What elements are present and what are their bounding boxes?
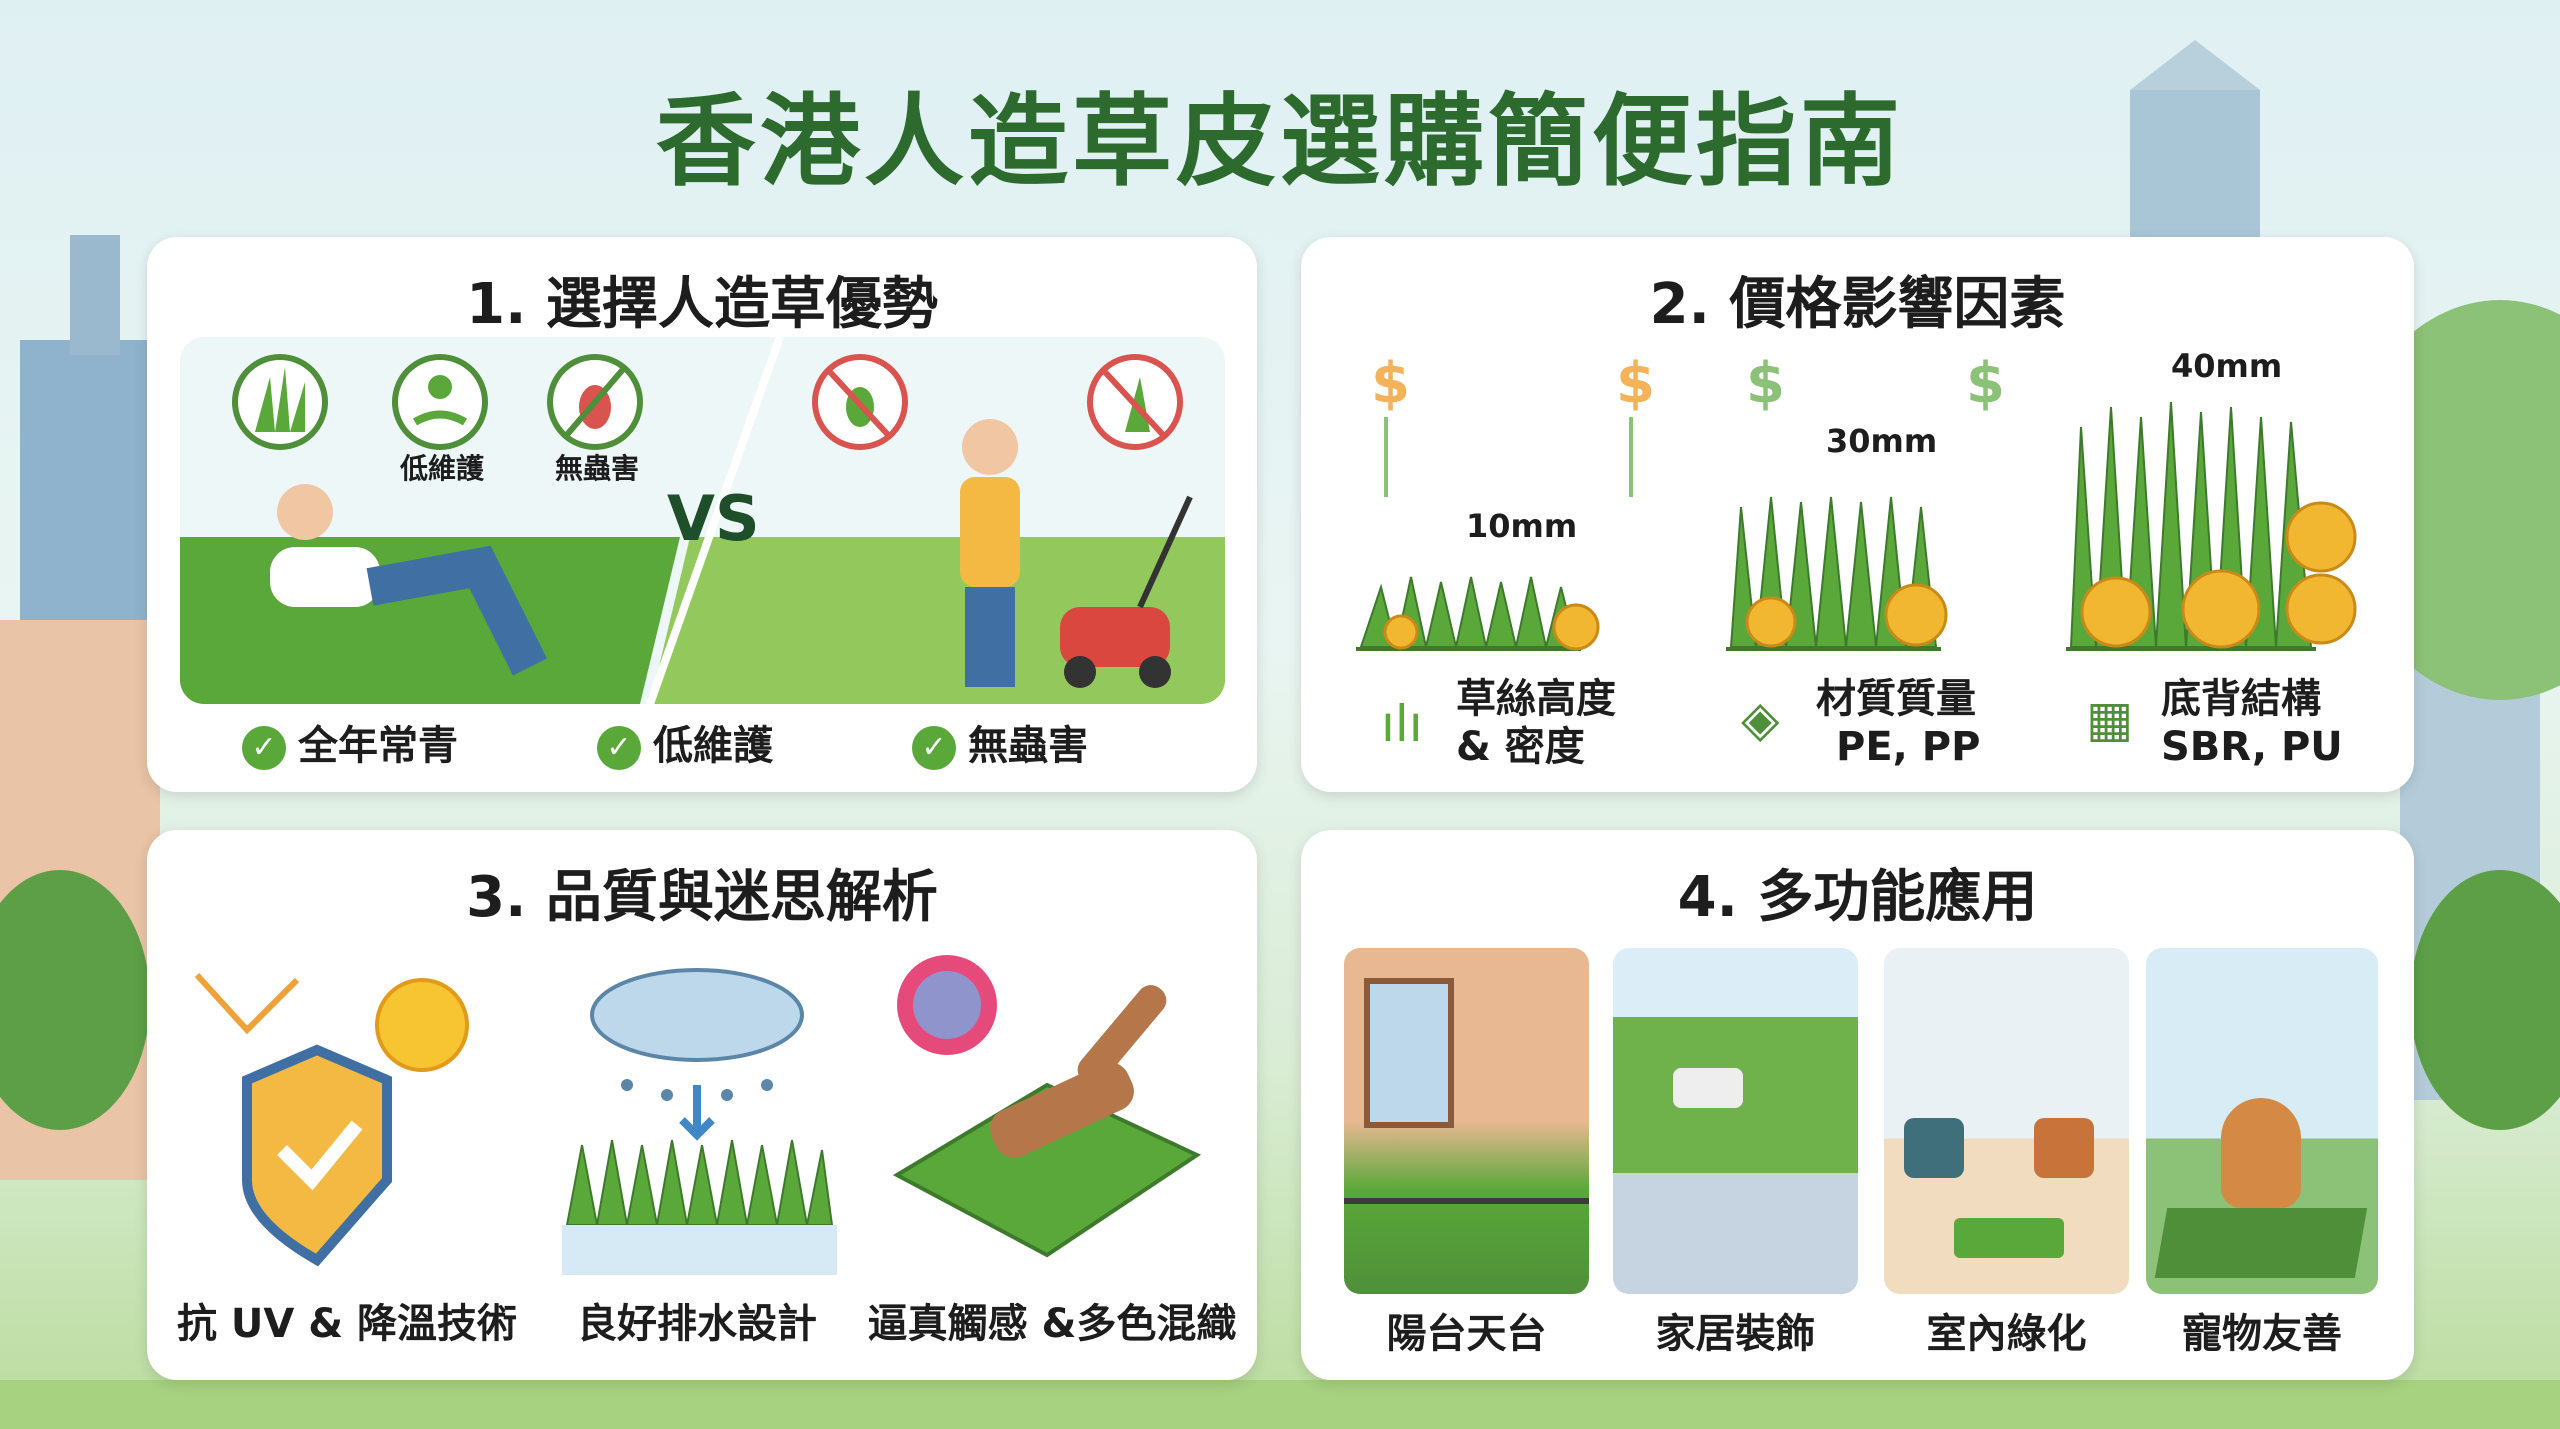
layers-icon: ◈ <box>1741 690 1780 748</box>
coin-icon <box>2285 501 2357 573</box>
vs-label: VS <box>667 482 760 555</box>
item-drainage: 良好排水設計 <box>577 1301 817 1347</box>
coin-icon <box>2285 573 2357 645</box>
uv-protection-illustration <box>194 972 469 1267</box>
grass-height-illustration: $ $ $ $ <box>1356 351 2357 651</box>
no-bug-icon <box>812 354 908 450</box>
factor-label: 底背結構 <box>2161 676 2321 722</box>
factor-sublabel: PE, PP <box>1836 724 1981 770</box>
icon-label-low-maintenance: 低維護 <box>399 452 484 485</box>
benefit-label: 全年常青 <box>298 723 458 769</box>
check-icon: ✓ <box>597 726 641 770</box>
application-pet-friendly: 寵物友善 <box>2182 1311 2342 1357</box>
dollar-icon: $ <box>1966 351 2005 416</box>
grass-icon <box>232 354 328 450</box>
item-realistic-texture: 逼真觸感 &多色混織 <box>867 1301 1237 1347</box>
panel-quality-myths: 3. 品質與迷思解析 抗 UV & 降溫技術 良好排水設計 逼真觸感 &多色混織 <box>147 830 1257 1380</box>
grid-icon: ▦ <box>2086 690 2134 748</box>
sun-icon <box>375 978 469 1072</box>
application-indoor: 室內綠化 <box>1926 1311 2087 1357</box>
relaxing-man <box>270 484 547 676</box>
coin-icon <box>2080 576 2152 648</box>
dollar-icon: $ <box>1371 351 1410 416</box>
height-label-30mm: 30mm <box>1826 422 1938 460</box>
check-icon: ✓ <box>912 726 956 770</box>
pet-friendly-image <box>2146 948 2378 1294</box>
dollar-icon: $ <box>1616 351 1655 416</box>
factor-sublabel: SBR, PU <box>2161 724 2343 770</box>
height-label-10mm: 10mm <box>1466 507 1578 545</box>
factor-label: 材質質量 <box>1816 676 1976 722</box>
icon-label-no-pests: 無蟲害 <box>554 452 639 485</box>
shield-icon <box>242 1044 392 1267</box>
panel-heading: 1. 選擇人造草優勢 <box>466 272 938 337</box>
comparison-illustration <box>180 337 1225 704</box>
benefit-label: 無蟲害 <box>968 723 1088 769</box>
height-label-40mm: 40mm <box>2171 347 2283 385</box>
coin-icon <box>2181 569 2261 649</box>
panel-applications: 4. 多功能應用 陽台天台 家居裝飾 室內綠化 寵物友善 <box>1301 830 2414 1380</box>
brush-icon <box>990 1062 1134 1158</box>
coin-icon <box>1884 583 1948 647</box>
item-uv-cooling: 抗 UV & 降溫技術 <box>176 1301 518 1347</box>
application-balcony: 陽台天台 <box>1386 1311 1547 1357</box>
home-decor-image <box>1613 948 1858 1294</box>
grass-layer <box>565 1139 834 1226</box>
coin-icon <box>1383 614 1419 650</box>
benefit-evergreen: ✓ 全年常青 <box>242 722 458 770</box>
down-arrow-icon <box>1384 417 1633 497</box>
coin-icon <box>1552 603 1600 651</box>
drainage-illustration <box>562 968 837 1275</box>
factor-sublabel: & 密度 <box>1456 724 1585 770</box>
benefit-no-pests: ✓ 無蟲害 <box>912 722 1088 770</box>
benefit-label: 低維護 <box>653 723 773 769</box>
low-maintenance-icon <box>392 354 488 450</box>
frustrated-man <box>960 419 1020 687</box>
dollar-icon: $ <box>1746 351 1785 416</box>
indoor-greening-image <box>1884 948 2129 1294</box>
panel-heading: 3. 品質與迷思解析 <box>466 865 938 930</box>
coin-icon <box>1745 596 1797 648</box>
application-home-decor: 家居裝飾 <box>1655 1311 1816 1357</box>
panel-heading: 4. 多功能應用 <box>1677 865 2038 930</box>
page-title: 香港人造草皮選購簡便指南 <box>656 83 1904 200</box>
factor-label: 草絲高度 <box>1456 676 1616 722</box>
lawn-mower-icon <box>1060 495 1193 688</box>
benefit-low-maintenance: ✓ 低維護 <box>597 722 773 770</box>
dog-icon <box>2221 1098 2301 1208</box>
cloud-icon <box>590 968 804 1062</box>
uv-ray-icon <box>194 972 300 1035</box>
no-pest-icon <box>547 354 643 450</box>
down-arrow-icon <box>679 1085 715 1141</box>
balcony-image <box>1344 948 1589 1294</box>
realistic-texture-illustration <box>892 955 1202 1258</box>
panel-advantages: 1. 選擇人造草優勢 低維護 無蟲害 VS ✓ 全年常青 ✓ 低維護 ✓ 無蟲害 <box>147 237 1257 792</box>
grass-blade-icon: ılı <box>1381 695 1423 753</box>
panel-heading: 2. 價格影響因素 <box>1649 272 2066 337</box>
check-icon: ✓ <box>242 726 286 770</box>
no-weed-icon <box>1087 354 1183 450</box>
panel-price-factors: 2. 價格影響因素 $ $ $ $ 10mm 30mm 40mm ılı 草絲高度&… <box>1301 237 2414 792</box>
